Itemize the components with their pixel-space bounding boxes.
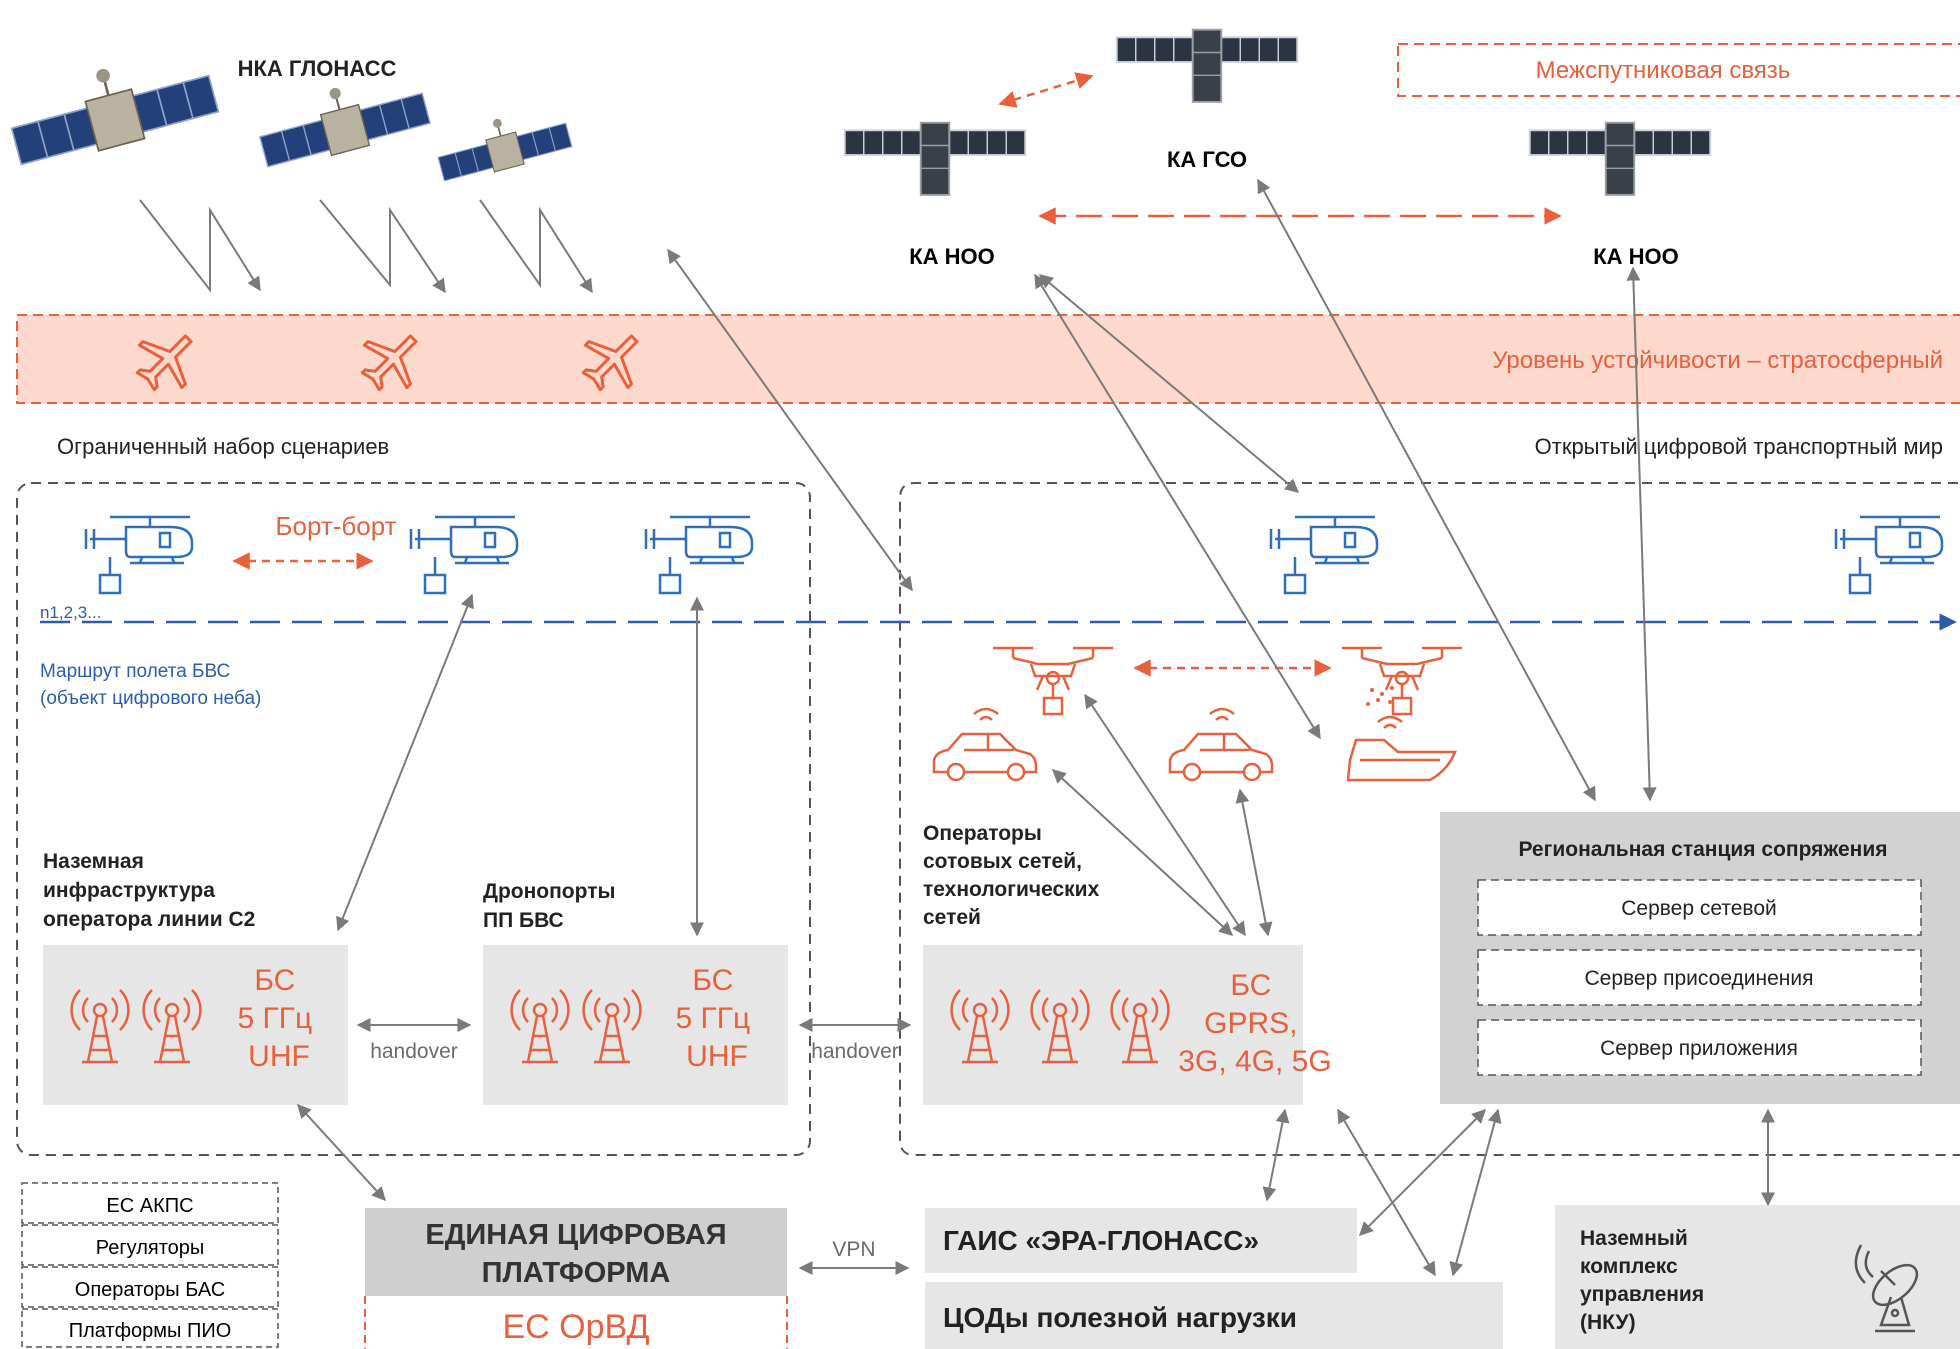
- es-orvd-box: [364, 1296, 788, 1349]
- server-connection-label: Сервер присоединения: [1584, 967, 1813, 990]
- intersat-legend-box: [1397, 43, 1960, 97]
- ka-gso-label: КА ГСО: [1167, 147, 1247, 172]
- operators-title: Операторы сотовых сетей, технологических…: [923, 822, 1105, 929]
- ka-noo-right-icon: [1528, 121, 1712, 196]
- legend-item-3: Операторы БАС: [75, 1279, 225, 1301]
- helicopter-icon-2: [409, 515, 519, 595]
- droneports-title: Дронопорты ПП БВС: [483, 880, 621, 932]
- server-network-label: Сервер сетевой: [1621, 897, 1777, 920]
- nku-label: Наземный комплекс управления (НКУ): [1580, 1227, 1710, 1334]
- tsod-box: [925, 1282, 1503, 1349]
- glonass-signals: [139, 199, 593, 294]
- bs1-text: БС 5 ГГц UHF: [237, 964, 320, 1073]
- route-label-line2: (объект цифрового неба): [40, 688, 261, 709]
- regional-station-title: Региональная станция сопряжения: [1518, 838, 1887, 861]
- drone-spray-icon: [1366, 686, 1394, 706]
- bort-bort-label: Борт-борт: [275, 511, 396, 541]
- car-icon-2: [1168, 707, 1274, 782]
- platform-line2: ПЛАТФОРМА: [482, 1257, 671, 1289]
- helicopter-icon-3: [644, 515, 754, 595]
- vpn-label: VPN: [832, 1238, 875, 1261]
- helicopter-icon-4: [1269, 515, 1379, 595]
- bs-box-cellular: [923, 945, 1303, 1105]
- satellite-dish-icon: [1854, 1244, 1919, 1333]
- right-zone-heading: Открытый цифровой транспортный мир: [1535, 434, 1943, 459]
- route-label-line1: Маршрут полета БВС: [40, 661, 230, 682]
- glonass-sat-2-icon: [251, 65, 433, 174]
- intersat-link-gso: [998, 72, 1094, 108]
- ka-noo-left-icon: [843, 121, 1027, 196]
- gais-box: [925, 1208, 1357, 1273]
- handover-label-2: handover: [811, 1040, 899, 1063]
- left-zone-heading: Ограниченный набор сценариев: [57, 434, 389, 459]
- drone-icon-2: [1340, 646, 1464, 716]
- legend-item-4: Платформы ПИО: [69, 1320, 232, 1342]
- handover-label-1: handover: [370, 1040, 458, 1063]
- stakeholders-legend: [21, 1182, 279, 1348]
- helicopter-icon-1: [84, 515, 194, 595]
- intersat-legend-label: Межспутниковая связь: [1536, 57, 1791, 84]
- server-application-label: Сервер приложения: [1600, 1037, 1798, 1060]
- left-zone-box: [16, 482, 811, 1156]
- legend-item-1: ЕС АКПС: [106, 1195, 193, 1217]
- server-connection-box: [1477, 949, 1922, 1006]
- helicopter-icon-5: [1834, 515, 1944, 595]
- tsod-label: ЦОДы полезной нагрузки: [943, 1302, 1297, 1333]
- bs3-text: БС GPRS, 3G, 4G, 5G: [1178, 969, 1331, 1078]
- connection-arrows: [297, 178, 1775, 1277]
- boat-icon: [1346, 715, 1457, 782]
- drone-icon-1: [991, 646, 1115, 716]
- n-count-label: n1,2,3...: [40, 603, 101, 622]
- digital-platform-box: [365, 1208, 787, 1296]
- ka-gso-icon: [1115, 28, 1299, 103]
- ka-noo-right-label: КА НОО: [1593, 244, 1679, 269]
- car-icon-1: [932, 707, 1038, 782]
- platform-line1: ЕДИНАЯ ЦИФРОВАЯ: [425, 1219, 726, 1251]
- ka-noo-left-label: КА НОО: [909, 244, 995, 269]
- glonass-label: НКА ГЛОНАСС: [238, 56, 397, 81]
- gais-label: ГАИС «ЭРА-ГЛОНАСС»: [943, 1225, 1259, 1256]
- stratosphere-label: Уровень устойчивости – стратосферный: [1492, 347, 1943, 374]
- es-orvd-label: ЕС ОрВД: [503, 1308, 650, 1346]
- glonass-sat-3-icon: [431, 101, 574, 186]
- infra-title: Наземная инфраструктура оператора линии …: [43, 850, 255, 931]
- glonass-sat-1-icon: [1, 41, 222, 173]
- server-network-box: [1477, 879, 1922, 936]
- bs2-text: БС 5 ГГц UHF: [675, 964, 758, 1073]
- server-application-box: [1477, 1019, 1922, 1076]
- legend-item-2: Регуляторы: [96, 1237, 205, 1259]
